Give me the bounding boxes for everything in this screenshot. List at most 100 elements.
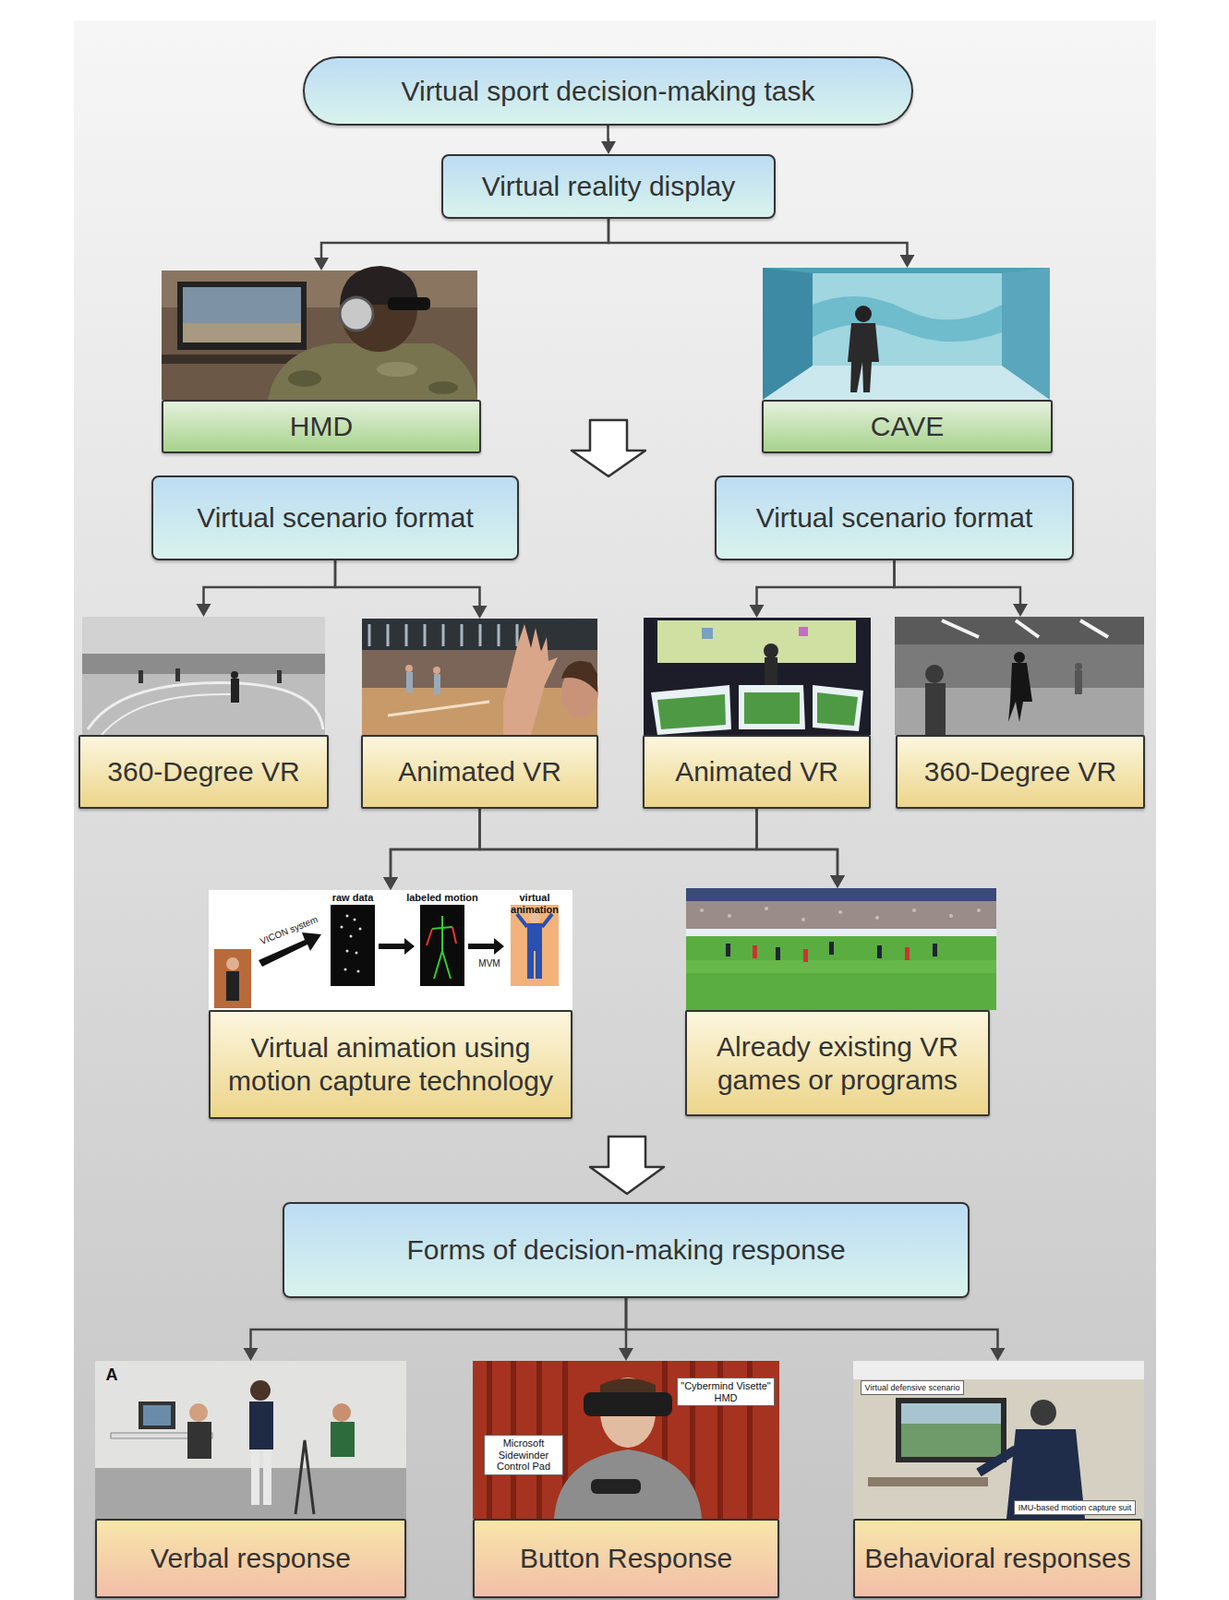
cave-photo [762, 267, 1050, 400]
connector [243, 1298, 627, 1362]
illustration-part [344, 968, 348, 972]
illustration-part [699, 906, 981, 922]
figure-label: "Cybermind Visette" HMD [676, 1377, 775, 1407]
illustration-part [468, 938, 505, 955]
process-box: Virtual scenario format [714, 475, 1074, 561]
connector-line [757, 560, 895, 607]
illustration-part [288, 370, 322, 387]
box-face: Virtual animation using motion capture t… [208, 1010, 573, 1120]
illustration-part [643, 617, 871, 735]
category-label: 360-Degree VR [78, 616, 329, 809]
illustration-part [657, 694, 726, 730]
illustration-part [138, 670, 144, 684]
illustration-part [752, 945, 758, 959]
illustration-part [295, 1440, 314, 1515]
connector-line [608, 218, 908, 257]
box-face: Virtual reality display [441, 154, 776, 219]
illustration-part [369, 624, 518, 647]
gym-360-photo [82, 616, 326, 735]
screens-photo [643, 617, 871, 735]
arrowhead [1012, 603, 1028, 617]
box-face: Animated VR [361, 734, 599, 809]
illustration-part [340, 915, 362, 974]
illustration-part [803, 949, 808, 963]
arrowhead [383, 877, 398, 891]
illustration-part [744, 692, 800, 724]
arrowhead [472, 605, 488, 619]
node-text: HMD [289, 409, 353, 444]
illustration-part [1008, 662, 1033, 723]
box-face: Virtual scenario format [151, 475, 519, 561]
stadium-game [686, 888, 997, 1011]
category-label: CAVE [761, 267, 1053, 454]
illustration-part [762, 267, 1050, 400]
illustration-part [686, 960, 997, 974]
connector [196, 560, 337, 617]
illustration-part [82, 653, 326, 675]
category-label: Behavioral responses [853, 1361, 1143, 1599]
connector [601, 125, 616, 155]
connector-line [894, 560, 1022, 606]
illustration-part [378, 938, 415, 955]
arrowhead [383, 877, 398, 891]
illustration-part [901, 1403, 1001, 1458]
arrowhead [830, 875, 845, 889]
illustration-part [877, 945, 882, 959]
connector-line [757, 808, 839, 878]
illustration-part [686, 901, 997, 929]
illustration-part [838, 910, 843, 915]
connector-line [204, 560, 337, 606]
node-text: Button Response [519, 1542, 733, 1576]
illustration-part [812, 273, 1002, 366]
illustration-part [725, 941, 938, 961]
illustration-part [177, 281, 307, 350]
category-label: Animated VR [361, 618, 599, 809]
connector-line [480, 808, 839, 878]
node-text: Virtual animation using motion capture t… [219, 1031, 562, 1098]
illustration-part [941, 620, 1109, 638]
illustration-part [894, 616, 1145, 645]
illustration-part [904, 947, 910, 961]
illustration-part [686, 928, 997, 937]
node-text: CAVE [870, 409, 944, 444]
figure-label: A [101, 1365, 122, 1386]
node-text: Virtual scenario format [196, 501, 474, 535]
illustration-part [420, 904, 465, 987]
illustration-part [87, 683, 324, 730]
illustration-part [561, 661, 598, 693]
illustration-part [727, 914, 732, 918]
illustration-part [503, 624, 558, 735]
illustration-part [267, 343, 478, 400]
arrowhead [243, 1348, 259, 1362]
illustration-part [353, 918, 357, 922]
illustration-part [812, 296, 1002, 342]
category-label: 360-Degree VR [895, 616, 1145, 809]
illustration-part [932, 943, 938, 957]
figure-label: raw data [328, 891, 377, 904]
illustration-part [699, 908, 704, 913]
behavioral-response-photo [853, 1361, 1145, 1519]
illustration-part [406, 672, 413, 693]
illustration-part [189, 1403, 208, 1422]
illustration-part [875, 915, 880, 920]
connector [383, 808, 758, 891]
connector [335, 560, 488, 619]
illustration-part [829, 941, 834, 955]
box-face: Forms of decision-making response [282, 1202, 970, 1299]
category-label: HMD [161, 270, 482, 454]
box-face: Button Response [472, 1518, 780, 1599]
arrowhead [313, 257, 329, 271]
connector-line [390, 808, 758, 880]
box-face: CAVE [761, 399, 1053, 454]
illustration-part [82, 674, 326, 735]
illustration-part [428, 381, 458, 395]
illustration-part [764, 657, 778, 686]
connector [757, 808, 846, 889]
node-text: 360-Degree VR [107, 755, 300, 789]
illustration-part [251, 1449, 260, 1506]
illustration-part [812, 685, 864, 732]
illustration-part [187, 1421, 212, 1459]
figure-label: labeled motion [406, 891, 479, 904]
illustration-part [527, 923, 543, 952]
connector-line [390, 808, 481, 880]
